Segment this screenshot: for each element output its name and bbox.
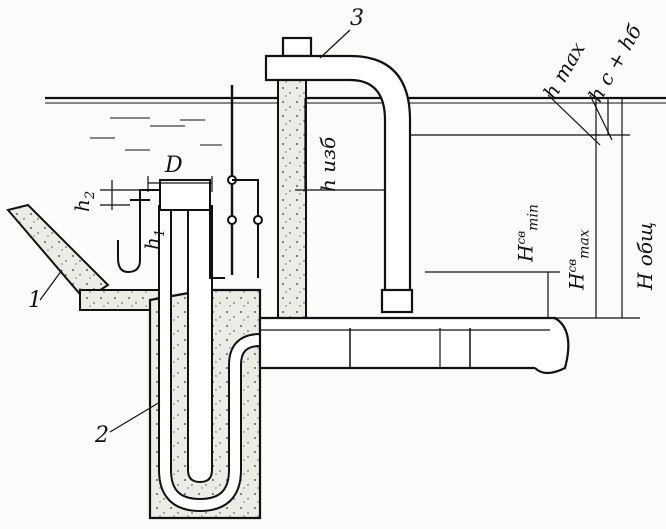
inlet-hook xyxy=(117,85,263,279)
outlet-pipe xyxy=(258,316,570,375)
label-H-obsh: H общ xyxy=(633,221,657,290)
label-part-1: 1 xyxy=(28,288,42,313)
dimension-lines xyxy=(39,29,640,433)
label-h1: h1 xyxy=(140,228,168,250)
label-h-izb: h изб xyxy=(316,136,340,192)
label-H-min: Hсвmin xyxy=(513,204,542,262)
trap-chamber xyxy=(148,205,300,520)
label-part-2: 2 xyxy=(95,423,109,448)
inlet-tray xyxy=(6,203,171,311)
label-H-max: Hсвmax xyxy=(564,229,593,290)
vacuum-pipe xyxy=(264,36,414,314)
label-h2: h2 xyxy=(70,190,98,212)
water-surface xyxy=(45,96,666,151)
label-part-3: 3 xyxy=(350,6,364,31)
label-D: D xyxy=(165,153,183,178)
support-pillar xyxy=(277,69,307,319)
